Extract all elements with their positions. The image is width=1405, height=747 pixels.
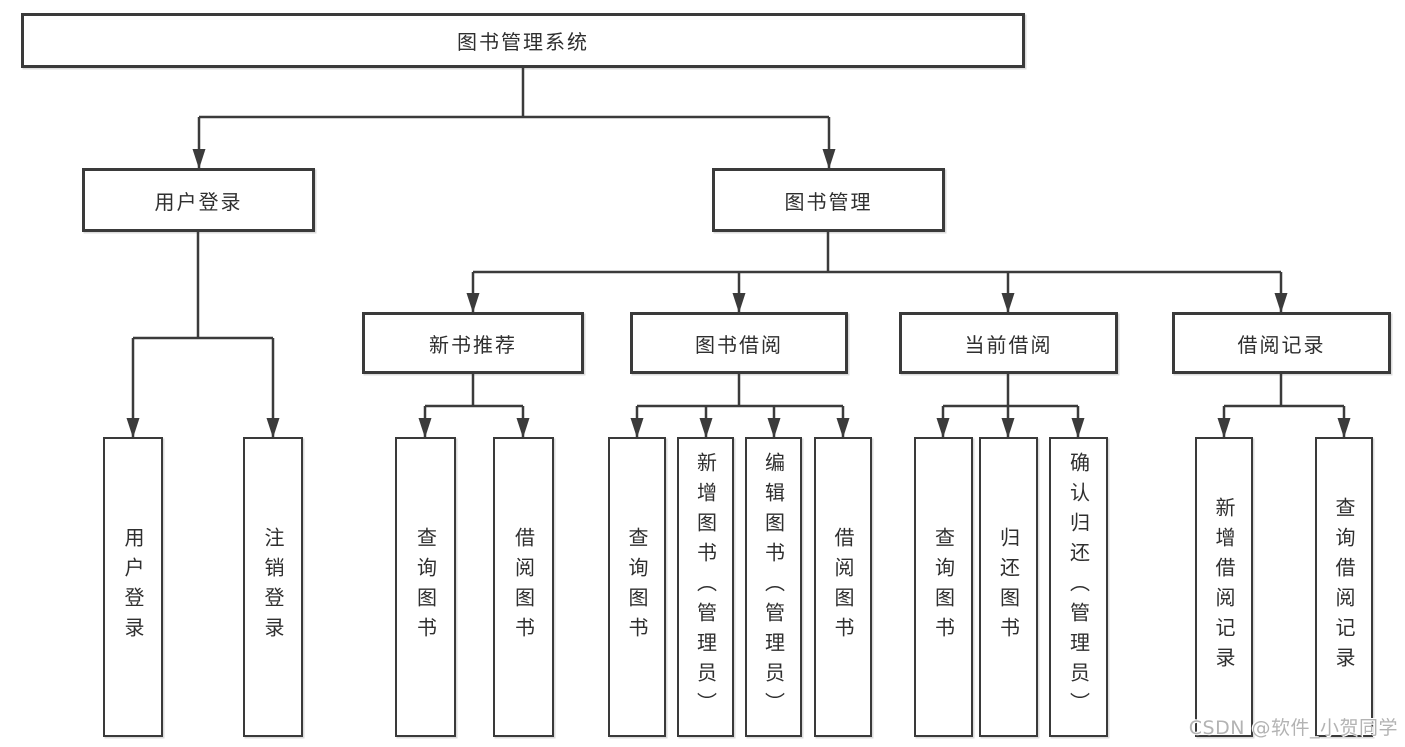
leaf-confirm-return-admin: 确认归还（管理员） bbox=[1049, 437, 1108, 737]
leaf-add-borrow-record-label: 新增借阅记录 bbox=[1212, 497, 1236, 677]
leaf-borrowing-query-books: 查询图书 bbox=[608, 437, 666, 737]
node-book-borrowing-label: 图书借阅 bbox=[695, 332, 783, 357]
leaf-recommend-query-books: 查询图书 bbox=[395, 437, 456, 737]
node-user-login-label: 用户登录 bbox=[154, 189, 243, 214]
leaf-recommend-borrow-books-label: 借阅图书 bbox=[511, 527, 536, 647]
leaf-add-borrow-record: 新增借阅记录 bbox=[1195, 437, 1253, 737]
leaf-borrowing-query-books-label: 查询图书 bbox=[625, 527, 649, 647]
node-borrowing-records-label: 借阅记录 bbox=[1237, 332, 1326, 357]
leaf-borrow-books: 借阅图书 bbox=[814, 437, 872, 737]
leaf-current-query-books-label: 查询图书 bbox=[931, 527, 956, 647]
leaf-logout-login: 注销登录 bbox=[243, 437, 303, 737]
leaf-add-books-admin: 新增图书（管理员） bbox=[677, 437, 734, 737]
csdn-watermark: CSDN @软件_小贺同学 bbox=[1188, 717, 1398, 739]
leaf-user-login: 用户登录 bbox=[103, 437, 163, 737]
leaf-add-books-admin-label: 新增图书（管理员） bbox=[693, 452, 718, 722]
leaf-current-query-books: 查询图书 bbox=[914, 437, 973, 737]
leaf-logout-login-label: 注销登录 bbox=[261, 527, 285, 647]
leaf-query-borrow-record: 查询借阅记录 bbox=[1315, 437, 1373, 737]
leaf-return-books-label: 归还图书 bbox=[996, 527, 1021, 647]
node-user-login: 用户登录 bbox=[82, 168, 315, 232]
node-system-root: 图书管理系统 bbox=[21, 13, 1025, 68]
leaf-recommend-query-books-label: 查询图书 bbox=[413, 527, 438, 647]
node-current-borrowing: 当前借阅 bbox=[899, 312, 1118, 374]
node-new-book-recommend-label: 新书推荐 bbox=[429, 332, 517, 357]
leaf-return-books: 归还图书 bbox=[979, 437, 1038, 737]
leaf-user-login-label: 用户登录 bbox=[121, 527, 145, 647]
node-book-management-label: 图书管理 bbox=[784, 189, 873, 214]
leaf-edit-books-admin: 编辑图书（管理员） bbox=[745, 437, 802, 737]
leaf-query-borrow-record-label: 查询借阅记录 bbox=[1332, 497, 1356, 677]
node-new-book-recommend: 新书推荐 bbox=[362, 312, 584, 374]
node-book-borrowing: 图书借阅 bbox=[630, 312, 848, 374]
leaf-edit-books-admin-label: 编辑图书（管理员） bbox=[761, 452, 786, 722]
node-borrowing-records: 借阅记录 bbox=[1172, 312, 1391, 374]
node-book-management: 图书管理 bbox=[712, 168, 945, 232]
leaf-confirm-return-admin-label: 确认归还（管理员） bbox=[1066, 452, 1091, 722]
leaf-borrow-books-label: 借阅图书 bbox=[831, 527, 855, 647]
node-current-borrowing-label: 当前借阅 bbox=[964, 332, 1053, 357]
leaf-recommend-borrow-books: 借阅图书 bbox=[493, 437, 554, 737]
node-system-root-label: 图书管理系统 bbox=[457, 30, 589, 54]
